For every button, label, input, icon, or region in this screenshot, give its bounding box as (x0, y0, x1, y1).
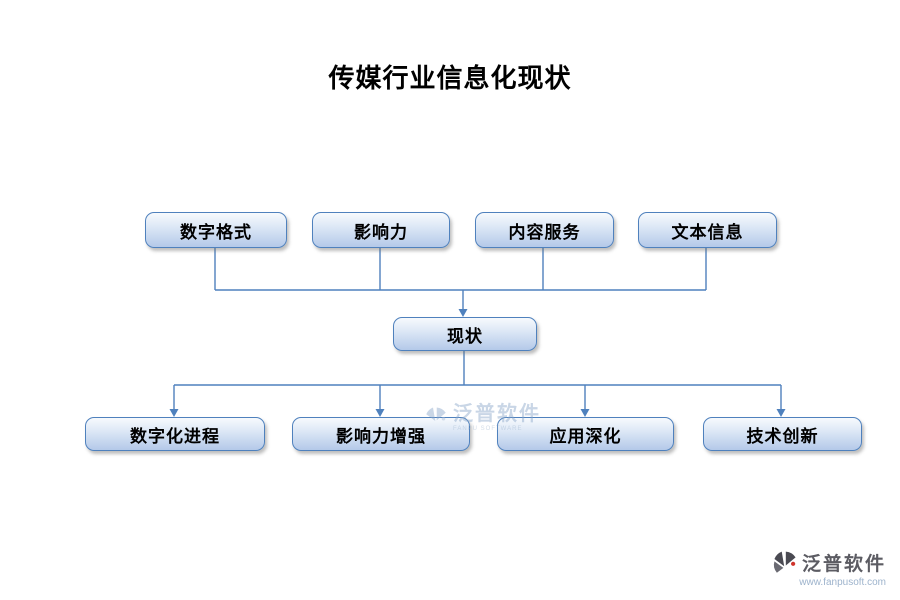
node-label: 数字格式 (180, 222, 252, 242)
arrowhead-bottom-4 (776, 409, 786, 417)
node-label: 应用深化 (549, 426, 622, 446)
node-label: 文本信息 (671, 222, 744, 242)
arrowhead-bottom-2 (375, 409, 385, 417)
node-current-status: 现状 (393, 317, 537, 351)
node-digital-format: 数字格式 (145, 212, 287, 248)
node-label: 现状 (447, 326, 483, 346)
brand-name: 泛普软件 (801, 554, 886, 575)
node-tech-innovation: 技术创新 (703, 417, 862, 451)
node-application-deepening: 应用深化 (497, 417, 674, 451)
node-label: 数字化进程 (130, 426, 220, 446)
node-label: 内容服务 (508, 222, 581, 242)
arrowhead-center (458, 309, 468, 317)
node-digitalization-process: 数字化进程 (85, 417, 265, 451)
brand-url: www.fanpusoft.com (799, 577, 886, 588)
node-influence-enhancement: 影响力增强 (292, 417, 470, 451)
node-label: 影响力 (354, 222, 408, 242)
footer-brand: 泛普软件 www.fanpusoft.com (772, 549, 886, 588)
arrowhead-bottom-1 (169, 409, 179, 417)
node-text-info: 文本信息 (638, 212, 777, 248)
fanpu-logo-icon (773, 551, 796, 573)
node-label: 技术创新 (746, 426, 819, 446)
node-influence: 影响力 (312, 212, 450, 248)
node-content-service: 内容服务 (475, 212, 614, 248)
page-title: 传媒行业信息化现状 (328, 64, 572, 93)
arrowhead-bottom-3 (580, 409, 590, 417)
node-label: 影响力增强 (336, 426, 426, 446)
